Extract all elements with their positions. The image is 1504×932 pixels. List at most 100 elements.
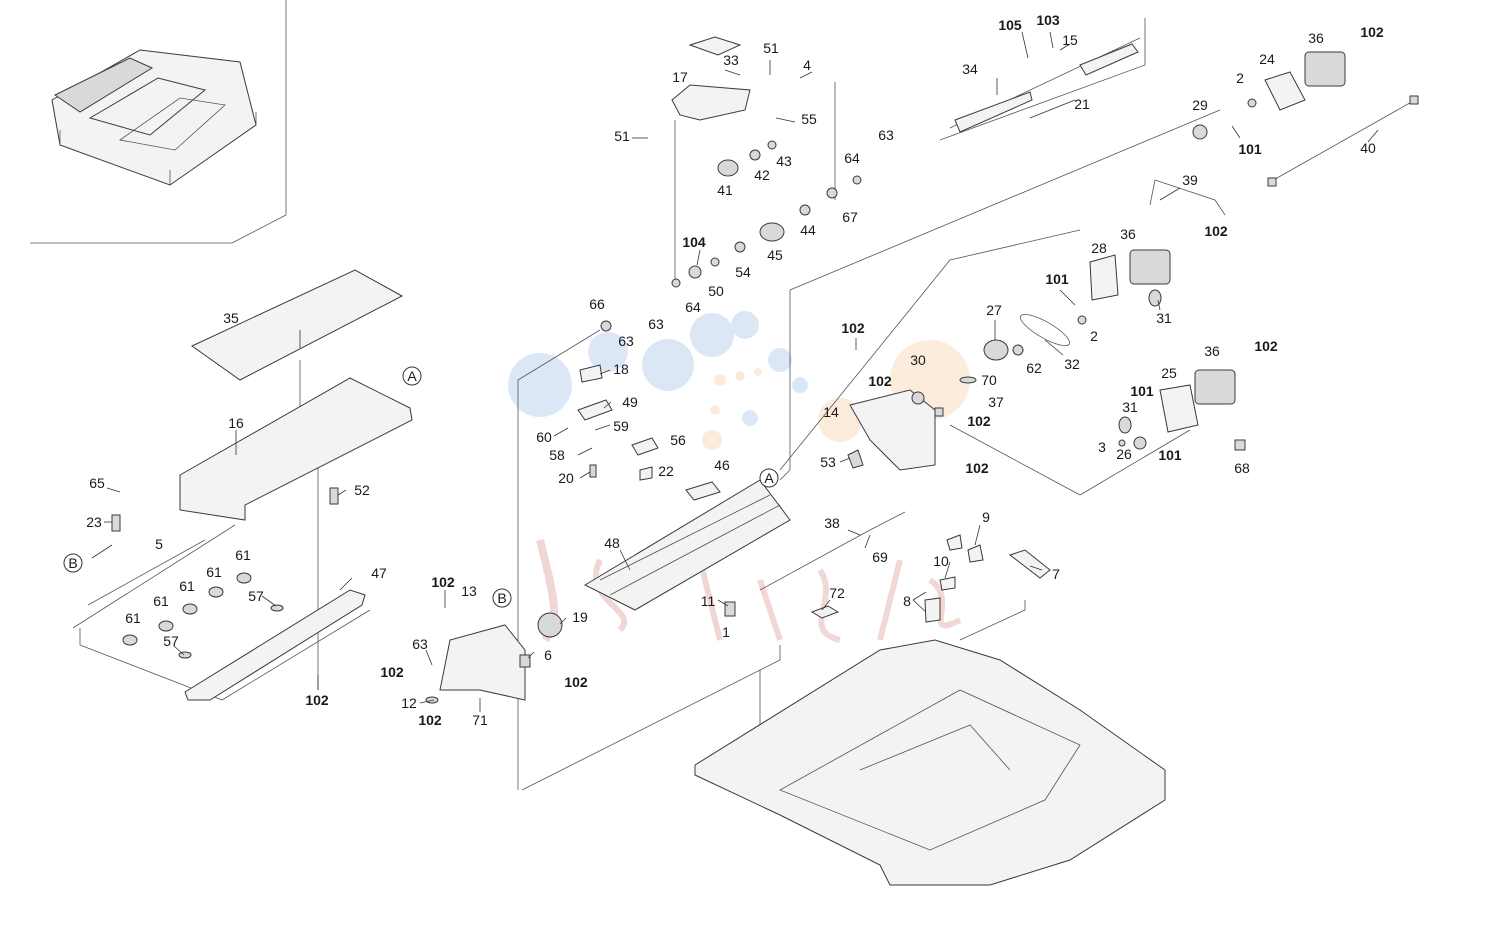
part-label: 101 <box>1238 141 1262 157</box>
part-label: 2 <box>1236 70 1244 86</box>
part-label: 60 <box>536 429 552 445</box>
part-label: 3 <box>1098 439 1106 455</box>
part-label: 43 <box>776 153 792 169</box>
part-21-guide-left <box>954 91 1033 133</box>
part-label: 39 <box>1182 172 1198 188</box>
leader-lines <box>91 31 1379 712</box>
part-label: 102 <box>967 413 991 429</box>
part-label: 58 <box>549 447 565 463</box>
part-label: 49 <box>622 394 638 410</box>
part-label: 44 <box>800 222 816 238</box>
part-label: 36 <box>1120 226 1136 242</box>
part-label: 65 <box>89 475 105 491</box>
part-label: 61 <box>206 564 222 580</box>
callouts: A A B B <box>63 366 779 608</box>
part-label: 6 <box>544 647 552 663</box>
part-41-roller <box>717 159 739 177</box>
part-label: 72 <box>829 585 845 601</box>
part-label: 27 <box>986 302 1002 318</box>
part-label: 12 <box>401 695 417 711</box>
part-label: 17 <box>672 69 688 85</box>
part-label: 9 <box>982 509 990 525</box>
part-label: 102 <box>841 320 865 336</box>
overview-inset <box>30 0 287 244</box>
part-39-harness <box>1149 179 1226 216</box>
part-label: 57 <box>163 633 179 649</box>
motors-36 <box>1129 51 1346 405</box>
watermark <box>508 311 970 643</box>
part-14-side-frame <box>849 389 936 471</box>
part-base-frame <box>694 639 1166 886</box>
part-label: 51 <box>763 40 779 56</box>
part-label: 15 <box>1062 32 1078 48</box>
part-label: 25 <box>1161 365 1177 381</box>
part-45-roller <box>759 222 785 242</box>
part-label: 14 <box>823 404 839 420</box>
part-label: 5 <box>155 536 163 552</box>
part-label: 68 <box>1234 460 1250 476</box>
part-label: 33 <box>723 52 739 68</box>
part-label: 102 <box>380 664 404 680</box>
part-label: 63 <box>648 316 664 332</box>
part-label: 102 <box>1360 24 1384 40</box>
part-label: 61 <box>235 547 251 563</box>
part-label: 11 <box>701 593 716 609</box>
callout-a-top: A <box>407 368 417 384</box>
part-label: 2 <box>1090 328 1098 344</box>
part-label: 19 <box>572 609 588 625</box>
part-label: 45 <box>767 247 783 263</box>
rollers-61 <box>122 572 252 646</box>
part-label: 54 <box>735 264 751 280</box>
part-label: 52 <box>354 482 370 498</box>
part-label: 62 <box>1026 360 1042 376</box>
part-40-harness <box>1269 99 1416 183</box>
part-21-guide-right <box>1079 43 1139 76</box>
part-16-top-cover <box>179 377 413 521</box>
part-label: 36 <box>1308 30 1324 46</box>
part-label: 34 <box>962 61 978 77</box>
part-35-label-sheet <box>191 269 404 381</box>
part-label: 28 <box>1091 240 1107 256</box>
part-label: 102 <box>418 712 442 728</box>
part-label: 101 <box>1158 447 1182 463</box>
part-label: 10 <box>933 553 949 569</box>
part-label: 47 <box>371 565 387 581</box>
part-label: 63 <box>618 333 634 349</box>
part-label: 61 <box>179 578 195 594</box>
callout-b-left: B <box>68 555 77 571</box>
part-label: 71 <box>472 712 488 728</box>
part-28-bracket <box>1089 254 1119 301</box>
part-label: 102 <box>1254 338 1278 354</box>
part-labels: 105 103 15 36 102 33 51 4 34 24 17 2 21 … <box>86 12 1384 728</box>
part-label: 46 <box>714 457 730 473</box>
part-19-gear <box>537 612 563 638</box>
part-label: 69 <box>872 549 888 565</box>
part-label: 102 <box>868 373 892 389</box>
part-25-bracket <box>1159 384 1199 433</box>
part-label: 64 <box>685 299 701 315</box>
part-label: 102 <box>564 674 588 690</box>
part-label: 36 <box>1204 343 1220 359</box>
part-label: 37 <box>988 394 1004 410</box>
part-label: 57 <box>248 588 264 604</box>
part-label: 31 <box>1156 310 1172 326</box>
part-label: 20 <box>558 470 574 486</box>
part-label: 61 <box>153 593 169 609</box>
part-47-guide <box>184 589 366 701</box>
part-label: 30 <box>910 352 926 368</box>
part-label: 104 <box>682 234 706 250</box>
part-label: 26 <box>1116 446 1132 462</box>
part-27-pulley <box>983 339 1009 361</box>
part-13-side-frame <box>439 624 526 701</box>
part-label: 4 <box>803 57 811 73</box>
part-label: 32 <box>1064 356 1080 372</box>
part-label: 16 <box>228 415 244 431</box>
part-label: 35 <box>223 310 239 326</box>
part-label: 102 <box>965 460 989 476</box>
part-label: 101 <box>1130 383 1154 399</box>
part-label: 48 <box>604 535 620 551</box>
callout-a-mid: A <box>764 470 774 486</box>
part-label: 61 <box>125 610 141 626</box>
part-label: 103 <box>1036 12 1060 28</box>
